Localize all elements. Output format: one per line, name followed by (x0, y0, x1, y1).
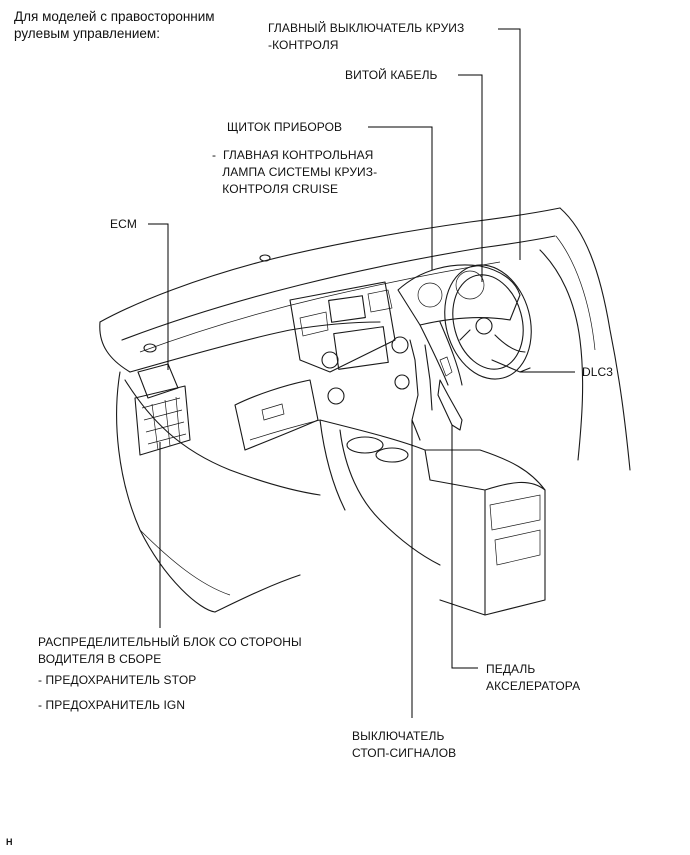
leader-ecm (148, 223, 169, 370)
label-fuse-ign: - ПРЕДОХРАНИТЕЛЬ IGN (38, 698, 186, 712)
accelerator-pedal (437, 379, 463, 431)
centre-console (319, 419, 546, 616)
label-ecm: ECM (110, 217, 137, 231)
leader-main-switch (498, 28, 521, 260)
figure-code: H (6, 837, 13, 847)
windshield-frame-right (559, 207, 631, 471)
leader-combination-meter (368, 126, 433, 270)
steering-column (419, 324, 449, 386)
label-fuse-stop: - ПРЕДОХРАНИТЕЛЬ STOP (38, 673, 197, 687)
leader-accel-pedal (451, 425, 478, 669)
door-panel (116, 371, 216, 613)
junction-block (134, 385, 191, 456)
label-junction-block: РАСПРЕДЕЛИТЕЛЬНЫЙ БЛОК СО СТОРОНЫ ВОДИТЕ… (38, 635, 302, 666)
leader-spiral-cable (458, 74, 483, 282)
label-main-switch: ГЛАВНЫЙ ВЫКЛЮЧАТЕЛЬ КРУИЗ -КОНТРОЛЯ (268, 21, 465, 52)
label-meter-indicator: - ГЛАВНАЯ КОНТРОЛЬНАЯ ЛАМПА СИСТЕМЫ КРУИ… (212, 148, 378, 196)
centre-stack (289, 281, 396, 373)
windshield-outline (99, 207, 561, 323)
header-note: Для моделей с правосторонним рулевым упр… (14, 9, 215, 41)
label-spiral-cable: ВИТОЙ КАБЕЛЬ (345, 68, 438, 82)
a-pillar-left (99, 321, 131, 373)
dashboard-top (121, 235, 556, 341)
instrument-cluster (397, 264, 521, 326)
brake-pedal-arm (409, 339, 421, 441)
label-combination-meter: ЩИТОК ПРИБОРОВ (227, 120, 343, 134)
label-stop-switch: ВЫКЛЮЧАТЕЛЬ СТОП-СИГНАЛОВ (352, 729, 457, 760)
glovebox (234, 379, 319, 451)
steering-wheel (444, 264, 532, 380)
label-accel-pedal: ПЕДАЛЬ АКСЕЛЕРАТОРА (486, 662, 581, 693)
dashboard-front-edge (129, 321, 381, 373)
label-dlc3: DLC3 (582, 365, 614, 379)
